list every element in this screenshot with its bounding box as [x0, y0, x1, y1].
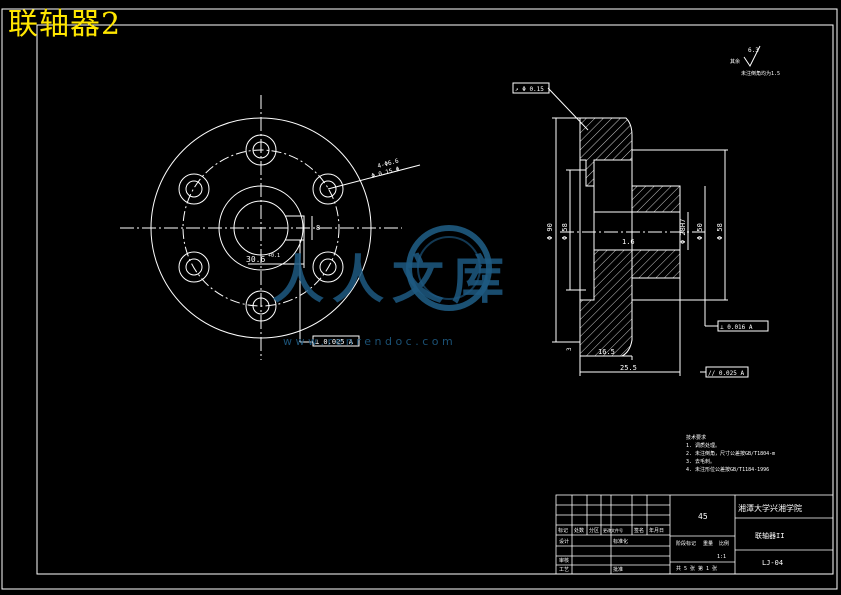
- tech-req-line: 1. 调质处理。: [686, 442, 720, 449]
- col-header: 年月日: [649, 527, 664, 534]
- title-block: [555, 494, 834, 575]
- scale: 1:1: [717, 554, 726, 560]
- dia-hub-right: Φ 50: [696, 223, 704, 240]
- dim-small: 3: [566, 347, 573, 351]
- section-lower: [579, 249, 681, 357]
- tol-right: ⊥ 0.016 A: [720, 324, 753, 331]
- roughness-value: 6.3: [748, 47, 759, 54]
- roughness-symbol-note: 其余: [730, 58, 740, 65]
- dim-keyway: 30.6: [246, 255, 265, 264]
- page-title: 联轴器2: [8, 7, 122, 42]
- watermark-brand: 人人文库: [272, 251, 512, 311]
- roughness-inner: 1.6: [622, 238, 635, 246]
- tol-bottom: // 0.025 A: [708, 370, 745, 377]
- roughness-text: 未注倒角均为1.5: [741, 70, 780, 77]
- front-view: [120, 95, 421, 360]
- col-header: 处数: [574, 527, 584, 534]
- col-header: 分区: [589, 527, 599, 534]
- watermark-logo: [406, 225, 492, 311]
- dim-thickness: 16.5: [598, 348, 615, 356]
- row-label: 审核: [559, 557, 569, 564]
- front-centerlines: [120, 95, 402, 360]
- front-view-texts: 30.6 +0.1 8 4-Φ6.6 Φ 0.15 Φ: [246, 157, 401, 264]
- front-tol-frame: ⊥ 0.025 A: [312, 335, 360, 347]
- dia-bore: Φ 28H7: [679, 219, 687, 244]
- tech-req-line: 3. 去毛刺。: [686, 458, 715, 465]
- stage-label: 重量: [703, 540, 713, 547]
- extra-label: 批准: [613, 566, 623, 573]
- dim-key-width: 8: [316, 224, 320, 232]
- tech-req-heading: 技术要求: [686, 434, 706, 441]
- inner-border: [36, 24, 834, 575]
- extra-label: 标准化: [613, 538, 628, 545]
- section-upper: [579, 117, 681, 213]
- runout-frame: ↗ Φ 0.15: [515, 86, 544, 93]
- material: 45: [698, 512, 708, 521]
- side-view-texts: ↗ Φ 0.15 Φ 90 Φ 58 Φ 28H7 Φ 50 Φ 58 1.6 …: [512, 82, 769, 378]
- title-block-texts: 45 湘潭大学兴湘学院 联轴器II LJ-04 1:1 共 5 张 第 1 张 …: [558, 503, 802, 573]
- col-header: 标记: [558, 527, 568, 534]
- row-label: 工艺: [559, 567, 569, 573]
- outer-border: [1, 8, 838, 590]
- school-name: 湘潭大学兴湘学院: [738, 503, 802, 513]
- row-label: 设计: [559, 538, 569, 545]
- sheet-info: 共 5 张 第 1 张: [676, 565, 717, 572]
- tech-req-line: 2. 未注倒角，尺寸公差按GB/T1804-m: [686, 450, 775, 457]
- dia-flange-right: Φ 58: [716, 223, 724, 240]
- part-name: 联轴器II: [755, 531, 784, 540]
- drawing-no: LJ-04: [762, 559, 783, 567]
- roughness-note: 6.3 其余 未注倒角均为1.5: [730, 45, 780, 77]
- dia-hub: Φ 58: [561, 223, 569, 240]
- tech-req-line: 4. 未注形位公差按GB/T1184-1996: [686, 466, 769, 473]
- stage-label: 阶段标记: [676, 540, 696, 547]
- col-header: 签名: [634, 527, 644, 534]
- stage-label: 比例: [719, 540, 729, 547]
- tol-frame-front: ⊥ 0.025 A: [315, 338, 354, 346]
- col-header: 更改文件号: [603, 527, 623, 533]
- dim-length: 25.5: [620, 364, 637, 372]
- watermark-url: w w w . r e n r e n d o c . c o m: [283, 335, 453, 348]
- dim-keyway-sup: +0.1: [268, 253, 280, 259]
- tech-requirements: 技术要求 1. 调质处理。 2. 未注倒角，尺寸公差按GB/T1804-m 3.…: [686, 434, 775, 473]
- side-view: [547, 87, 728, 376]
- dia-outer: Φ 90: [546, 223, 554, 240]
